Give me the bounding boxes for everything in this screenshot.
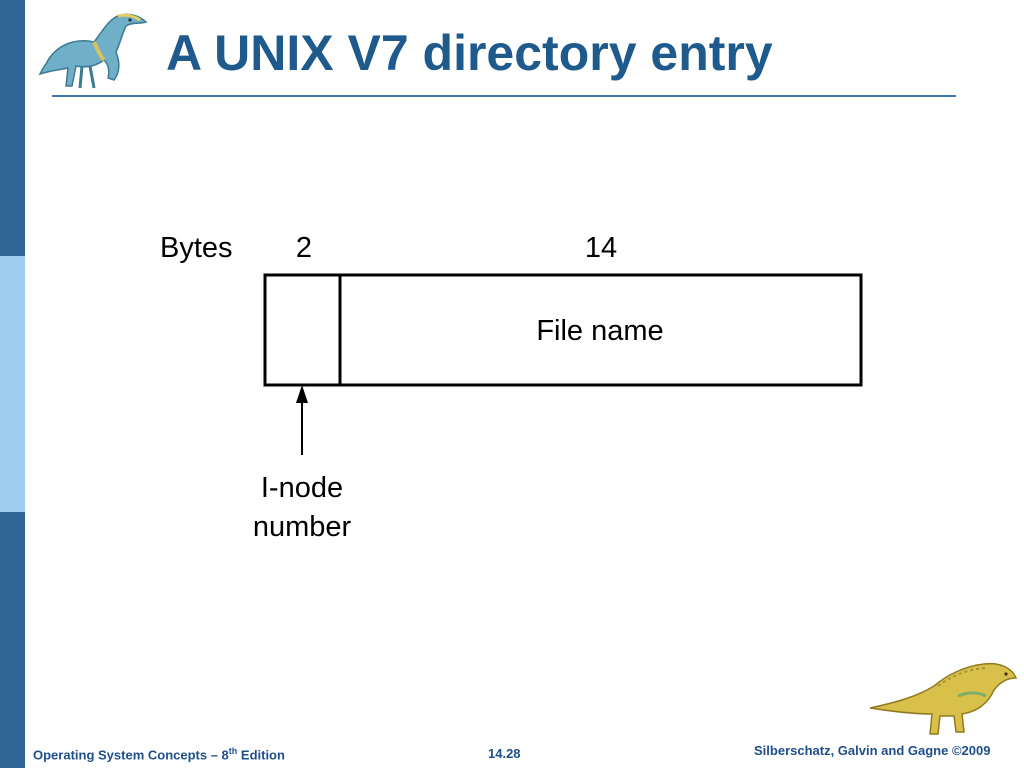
footer-copyright: Silberschatz, Galvin and Gagne ©2009	[754, 743, 991, 758]
title-divider	[52, 95, 956, 97]
arrow-head-icon	[296, 385, 308, 403]
inode-label-line2: number	[253, 511, 352, 543]
slide-title: A UNIX V7 directory entry	[166, 25, 773, 81]
filename-field-box	[338, 273, 863, 387]
filename-field-label: File name	[536, 315, 663, 347]
footer-book-title-suffix: Edition	[237, 747, 285, 763]
dinosaur-logo-bottom-icon	[869, 662, 1018, 735]
sidebar-bottom-band	[0, 512, 25, 768]
sidebar-top-band	[0, 0, 25, 256]
dinosaur-logo-top-icon	[38, 13, 148, 89]
footer-slide-number: 14.28	[488, 746, 521, 761]
bytes-label: Bytes	[160, 232, 233, 264]
footer-book-title: Operating System Concepts – 8th Edition	[33, 746, 285, 762]
inode-label-line1: I-node	[261, 472, 343, 504]
sidebar-middle-band	[0, 256, 25, 512]
footer-edition-superscript: th	[228, 746, 238, 756]
inode-size-label: 2	[296, 232, 312, 264]
inode-field-box	[263, 273, 342, 387]
filename-size-label: 14	[585, 232, 617, 264]
footer-book-title-prefix: Operating System Concepts – 8	[33, 747, 229, 763]
left-sidebar	[0, 0, 25, 768]
